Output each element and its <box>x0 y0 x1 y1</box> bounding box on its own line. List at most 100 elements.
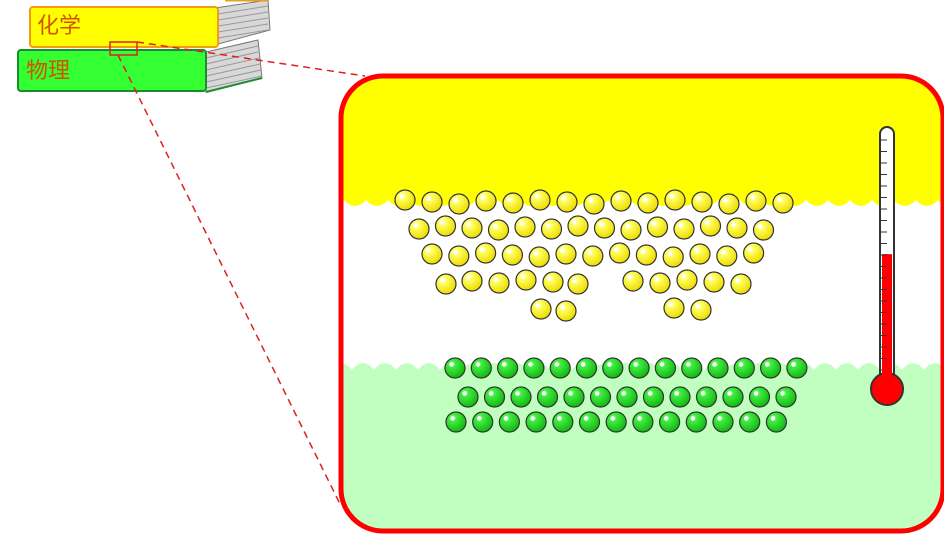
yellow-particle <box>448 193 470 215</box>
yellow-particle <box>703 271 725 293</box>
yellow-particle-highlight <box>535 303 540 308</box>
green-particle <box>575 357 598 379</box>
yellow-particle-highlight <box>669 194 674 199</box>
top-book-pages <box>214 0 271 45</box>
leader-line-lower <box>117 54 342 507</box>
green-particle <box>563 386 585 408</box>
yellow-particle-highlight <box>704 220 710 225</box>
yellow-particle <box>664 189 686 211</box>
yellow-particle-highlight <box>572 220 577 225</box>
green-particle <box>722 386 744 408</box>
green-particle-highlight <box>477 416 482 421</box>
green-particle <box>759 357 782 379</box>
yellow-particle-highlight <box>519 221 524 226</box>
yellow-particle <box>772 192 794 214</box>
yellow-particle-highlight <box>642 197 647 202</box>
green-particle <box>642 386 665 408</box>
green-particle <box>658 411 681 433</box>
yellow-particle-highlight <box>453 198 458 203</box>
yellow-particle <box>663 297 685 319</box>
green-particle <box>457 386 479 408</box>
bottom-book-label: 物理 <box>26 59 70 84</box>
green-particle-highlight <box>791 362 796 367</box>
green-particle <box>525 411 547 433</box>
zoom-leader-lines <box>117 41 366 507</box>
yellow-particle-highlight <box>533 251 538 256</box>
lower-substance-region <box>341 363 943 531</box>
yellow-particle-highlight <box>721 250 726 255</box>
yellow-particle-highlight <box>694 248 699 253</box>
green-particle <box>733 357 755 379</box>
green-particle <box>605 411 627 433</box>
green-particle <box>685 411 707 433</box>
green-particle <box>578 411 601 433</box>
yellow-particle <box>608 242 631 264</box>
green-particle-highlight <box>501 362 507 367</box>
green-particle-highlight <box>610 416 615 421</box>
yellow-particle <box>635 244 658 266</box>
green-particle-highlight <box>700 391 706 396</box>
yellow-particle-highlight <box>507 197 512 202</box>
green-particle <box>589 386 612 408</box>
green-particle-highlight <box>717 416 722 421</box>
yellow-particle <box>620 219 642 241</box>
zoom-panel-border <box>338 73 944 534</box>
yellow-particle <box>582 245 604 267</box>
yellow-particle-highlight <box>613 247 619 252</box>
yellow-particle-highlight <box>627 275 632 280</box>
yellow-particle <box>730 273 752 295</box>
green-particle <box>681 357 703 379</box>
bottom-book-cover <box>17 49 207 92</box>
yellow-particle <box>718 193 740 215</box>
upper-particles <box>394 189 794 322</box>
yellow-particle <box>689 243 711 265</box>
yellow-particle <box>742 242 765 264</box>
yellow-particle <box>421 243 443 265</box>
yellow-particle <box>529 189 551 211</box>
green-particle-highlight <box>727 391 732 396</box>
yellow-particle <box>752 219 775 241</box>
green-particle <box>775 386 797 408</box>
green-particle-highlight <box>515 391 520 396</box>
yellow-particle-highlight <box>696 196 701 201</box>
yellow-particle-highlight <box>561 196 566 201</box>
green-particle <box>523 357 545 379</box>
green-particle <box>628 357 650 379</box>
yellow-particle <box>646 216 669 238</box>
yellow-particle <box>637 192 659 214</box>
yellow-particle-highlight <box>466 222 471 227</box>
green-particle <box>616 386 638 408</box>
zoom-panel <box>338 73 944 534</box>
green-particle-highlight <box>637 416 642 421</box>
green-particle-highlight <box>450 416 455 421</box>
green-particle-highlight <box>659 362 665 367</box>
green-particle-highlight <box>663 416 669 421</box>
yellow-particle-highlight <box>735 278 740 283</box>
green-particle-highlight <box>557 416 562 421</box>
yellow-particle-highlight <box>668 302 673 307</box>
yellow-particle <box>542 271 564 293</box>
green-particle <box>536 386 559 408</box>
green-particle-highlight <box>475 362 480 367</box>
yellow-particle <box>593 217 616 239</box>
yellow-particle-highlight <box>560 248 565 253</box>
yellow-particle <box>502 192 524 214</box>
yellow-particle <box>540 218 563 240</box>
yellow-particle <box>434 215 457 237</box>
yellow-particle <box>622 270 644 292</box>
yellow-particle <box>488 272 510 294</box>
green-particle <box>632 411 654 433</box>
yellow-particle <box>555 300 577 322</box>
green-particle-highlight <box>753 391 759 396</box>
green-particle <box>712 411 734 433</box>
green-particle <box>445 411 467 433</box>
green-particle-highlight <box>528 362 533 367</box>
yellow-particle-highlight <box>560 305 565 310</box>
green-particle-highlight <box>780 391 785 396</box>
yellow-particle-highlight <box>572 278 577 283</box>
yellow-particle-highlight <box>750 195 755 200</box>
yellow-particle-highlight <box>547 276 552 281</box>
yellow-particle-highlight <box>492 224 498 229</box>
yellow-particle <box>408 218 430 240</box>
